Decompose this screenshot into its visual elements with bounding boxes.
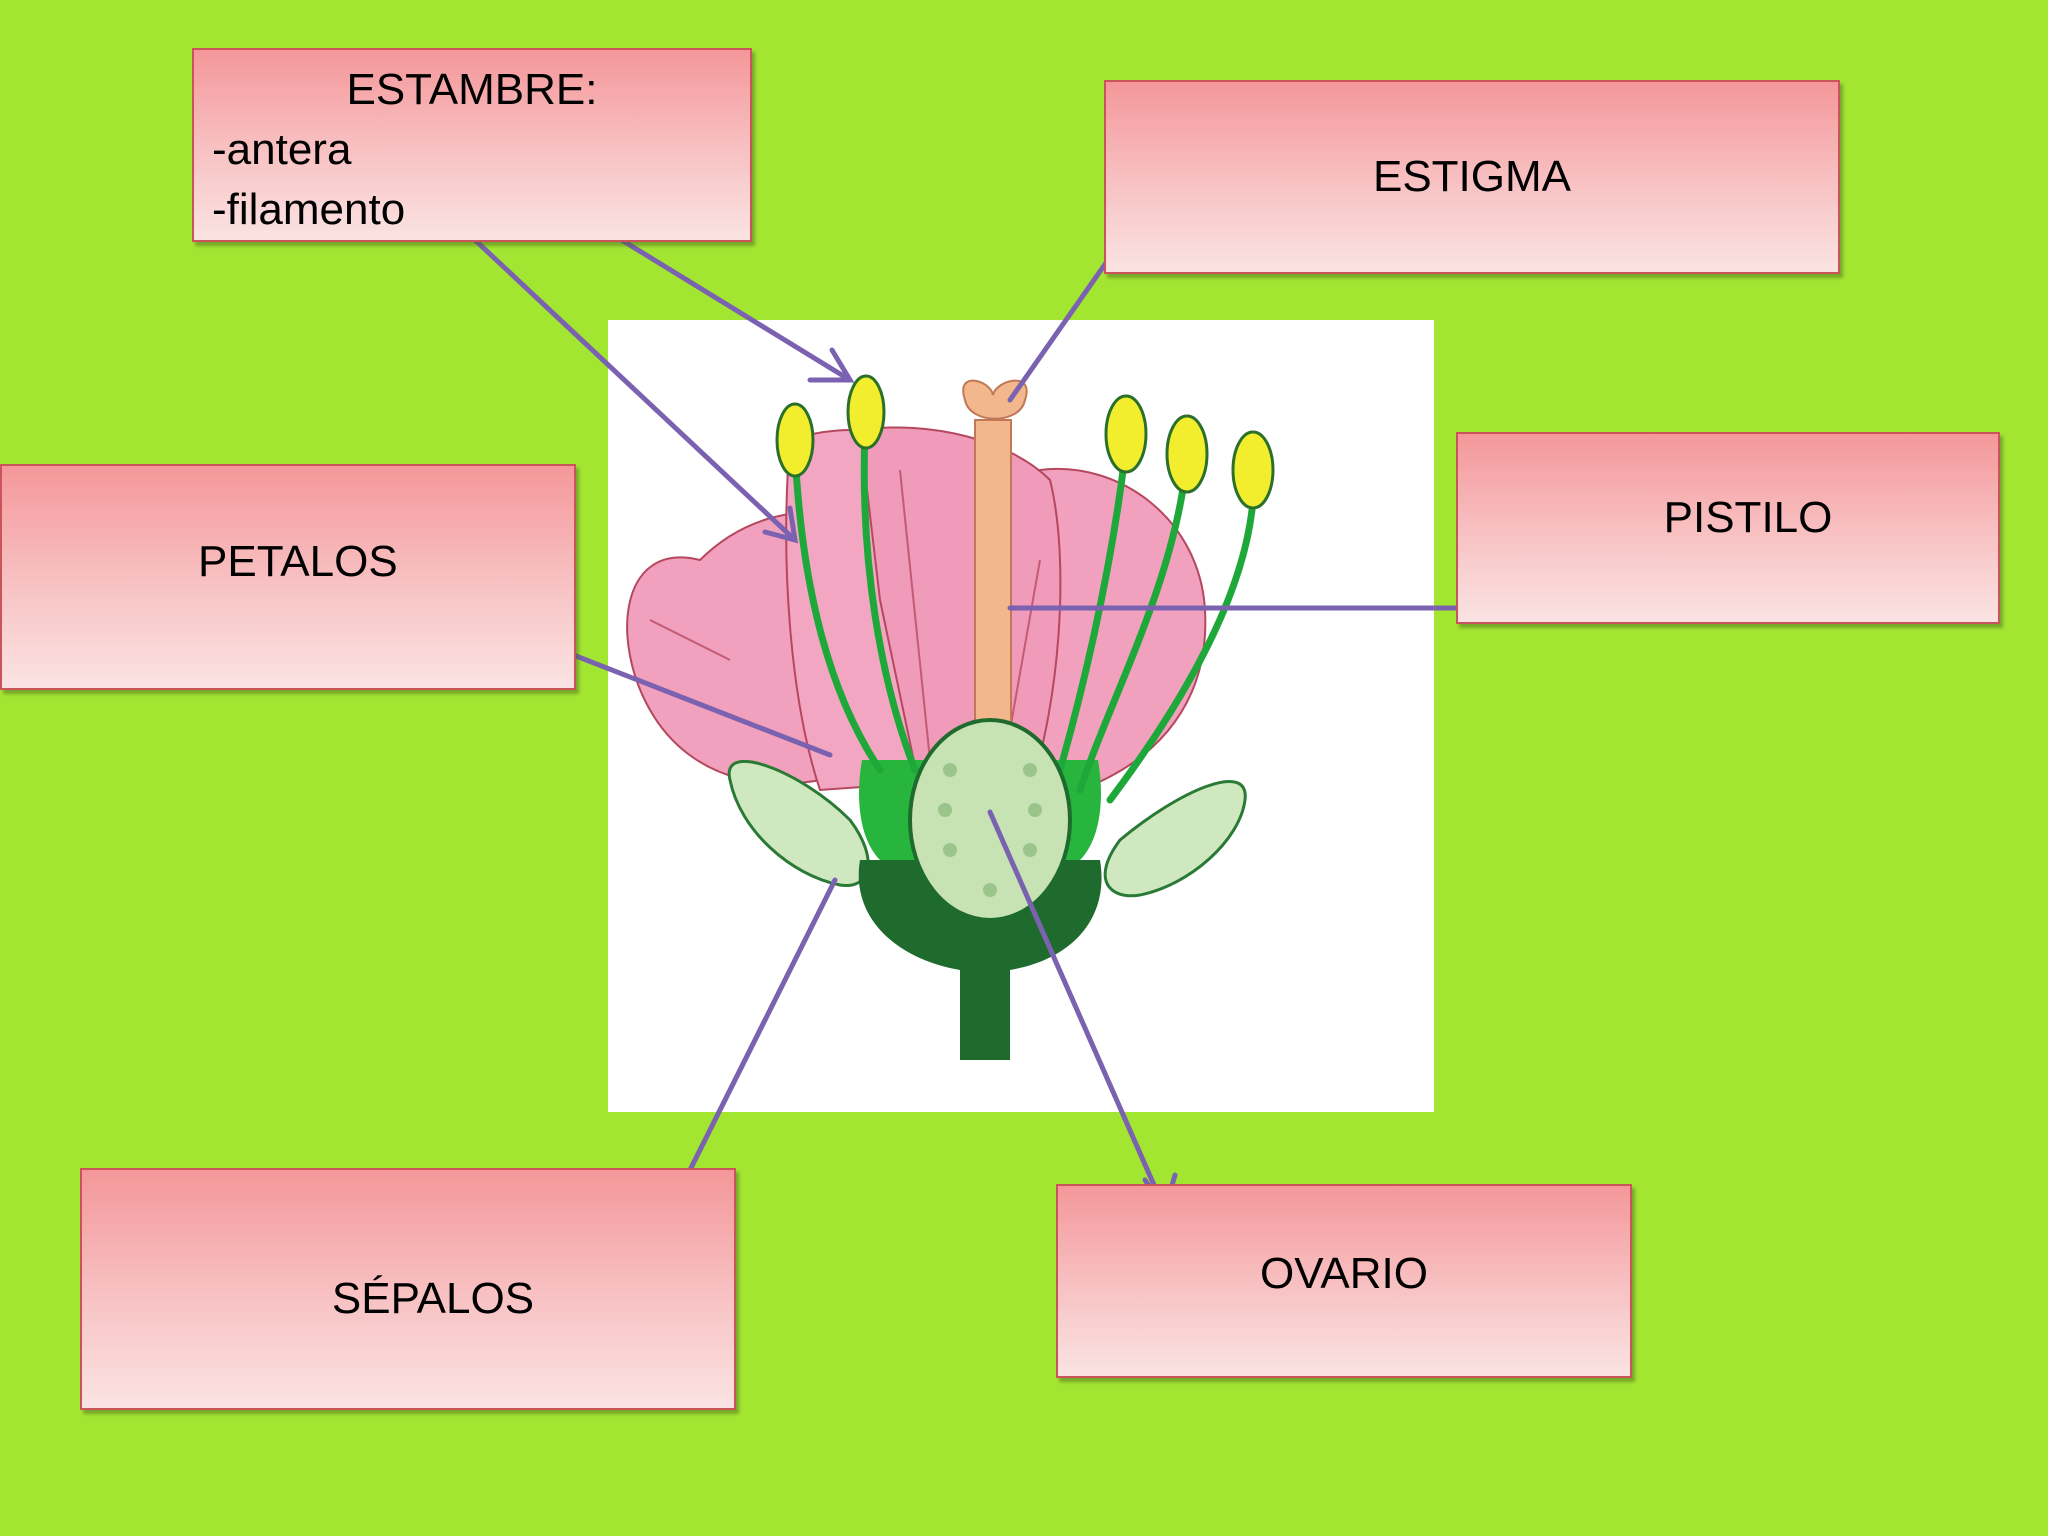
pistilo-text: PISTILO <box>1663 493 1833 542</box>
ovary <box>908 718 1072 922</box>
estigma-text: ESTIGMA <box>1372 152 1572 201</box>
estambre-filamento: -filamento <box>212 185 406 234</box>
estambre-title: ESTAMBRE: <box>346 65 598 114</box>
label-estigma: ESTIGMA <box>1104 80 1840 274</box>
label-petalos: PETALOS <box>0 464 576 690</box>
stamen-filaments <box>791 426 1256 804</box>
sepalos-text: SÉPALOS <box>331 1274 535 1323</box>
estambre-antera: -antera <box>212 125 352 174</box>
pistil <box>962 379 1028 751</box>
petalos-text: PETALOS <box>198 537 398 586</box>
label-sepalos: SÉPALOS <box>80 1168 736 1410</box>
anthers <box>775 374 1275 510</box>
label-pistilo: PISTILO <box>1456 432 2000 624</box>
label-ovario: OVARIO <box>1056 1184 1632 1378</box>
ovario-text: OVARIO <box>1260 1249 1428 1298</box>
arrow-filamento <box>472 237 799 544</box>
label-estambre: ESTAMBRE: -antera -filamento <box>192 48 752 242</box>
